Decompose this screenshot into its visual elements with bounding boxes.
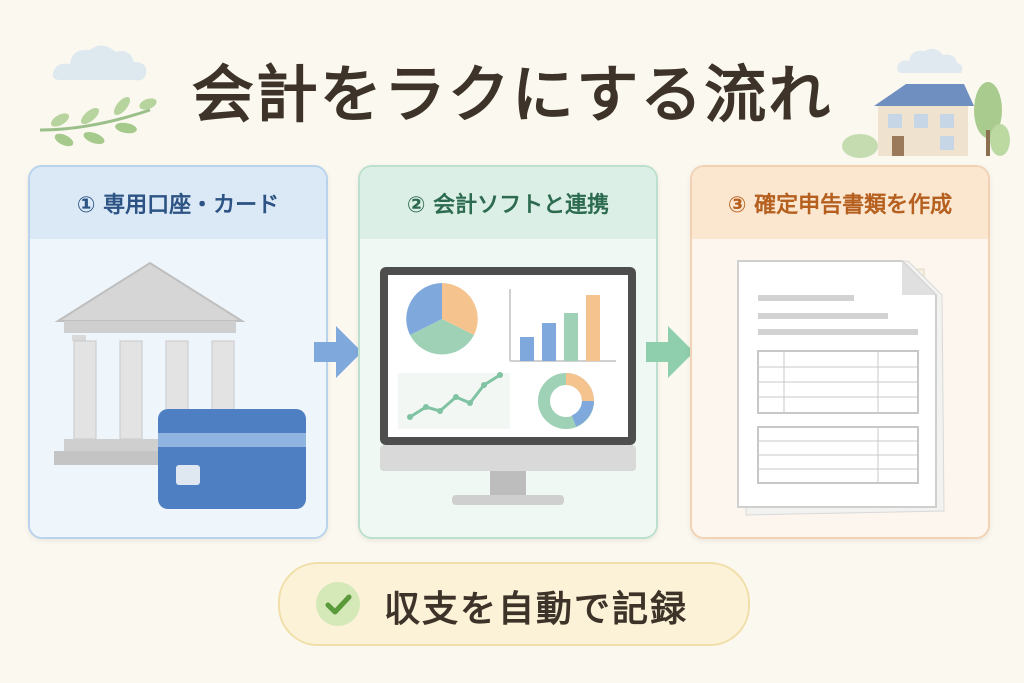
plant-sprig-icon [39, 96, 157, 147]
cloud-icon [897, 48, 963, 73]
step-card-3: ③ 確定申告書類を作成 [690, 165, 990, 539]
step-label-2: ② 会計ソフトと連携 [360, 167, 656, 239]
summary-pill: 収支を自動で記録 [278, 562, 750, 646]
arrow-right-icon [646, 326, 694, 378]
arrow-right-icon [314, 326, 362, 378]
cloud-icon [52, 45, 147, 81]
bank-and-card-icon [54, 261, 306, 509]
house-icon [842, 82, 1010, 158]
check-icon [316, 582, 360, 626]
step-card-2: ② 会計ソフトと連携 [358, 165, 658, 539]
monitor-dashboard-icon [380, 267, 636, 505]
document-icon [737, 260, 945, 516]
summary-label: 収支を自動で記録 [384, 589, 689, 630]
step-label-1: ① 専用口座・カード [30, 167, 326, 239]
step-card-1: ① 専用口座・カード [28, 165, 328, 539]
step-label-3: ③ 確定申告書類を作成 [692, 167, 988, 239]
page-title: 会計をラクにする流れ [191, 58, 833, 131]
